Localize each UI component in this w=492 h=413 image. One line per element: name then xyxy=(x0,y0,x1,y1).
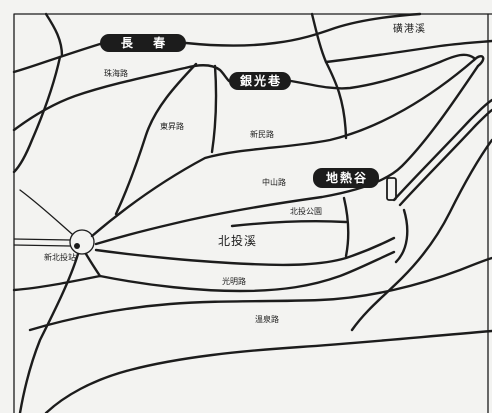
road-line xyxy=(310,12,348,140)
creek-label-beitou: 北投溪 xyxy=(218,234,258,248)
road-line xyxy=(98,250,396,293)
road-line xyxy=(289,53,476,90)
road-label-dongsheng: 東昇路 xyxy=(160,122,184,131)
road-label-zhongshan: 中山路 xyxy=(262,178,286,187)
place-pill-thermal-valley: 地熱谷 xyxy=(313,168,379,188)
valley-tip xyxy=(472,55,485,68)
creek-label-huanggang: 磺港溪 xyxy=(393,24,426,35)
road-line xyxy=(12,274,102,292)
road-line xyxy=(342,196,350,258)
station-label-xinbeitou: 新北投站 xyxy=(44,253,76,262)
road-line xyxy=(84,252,102,278)
road-label-zhuhai: 珠海路 xyxy=(104,69,128,78)
river-line xyxy=(94,236,396,267)
road-line xyxy=(12,42,102,74)
road-line xyxy=(398,108,492,207)
road-label-wenquan: 溫泉路 xyxy=(255,315,279,324)
railway-line xyxy=(13,244,71,247)
place-pill-changchun: 長 春 xyxy=(100,34,186,52)
road-line xyxy=(44,329,492,413)
road-line xyxy=(12,55,62,174)
road-line xyxy=(114,62,198,216)
map-frame xyxy=(13,13,492,413)
road-line xyxy=(210,64,218,154)
park-label-beitou: 北投公園 xyxy=(290,207,322,216)
place-pill-yinguang-lane: 銀光巷 xyxy=(229,72,291,90)
station-circle xyxy=(69,229,95,255)
road-line xyxy=(184,12,422,47)
valley-lower-line xyxy=(94,64,480,246)
road-label-xinmin: 新民路 xyxy=(250,130,274,139)
bridge-symbol xyxy=(386,177,397,201)
road-line xyxy=(12,64,231,132)
road-line xyxy=(19,189,73,235)
road-line xyxy=(392,98,492,202)
road-label-guangming: 光明路 xyxy=(222,277,246,286)
valley-upper-line xyxy=(90,58,476,238)
station-dot xyxy=(74,243,80,249)
road-line xyxy=(324,39,492,64)
railway-line xyxy=(13,238,71,241)
road-line xyxy=(230,220,348,228)
road-line xyxy=(394,208,409,264)
road-line xyxy=(350,138,492,332)
road-line xyxy=(18,252,80,413)
road-line xyxy=(28,256,492,332)
road-line xyxy=(44,12,64,58)
